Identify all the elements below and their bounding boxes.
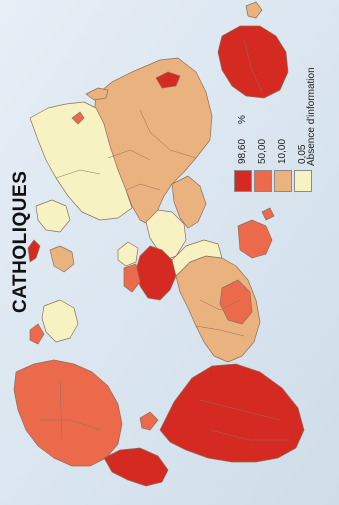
legend-label-1: 98,60 bbox=[237, 138, 248, 164]
land-middle-east bbox=[171, 175, 207, 229]
legend-swatch-2 bbox=[254, 170, 272, 192]
land-china bbox=[29, 101, 133, 221]
legend-swatch-1 bbox=[234, 170, 252, 192]
land-pacific-islands bbox=[155, 71, 181, 89]
legend-no-info-label: Absence d'information bbox=[306, 67, 317, 166]
land-caribbean bbox=[139, 411, 159, 431]
land-south-america bbox=[159, 363, 305, 463]
legend-label-2: 50,00 bbox=[257, 138, 268, 164]
land-indian-ocean-islands bbox=[261, 207, 275, 221]
land-mexico bbox=[103, 447, 169, 487]
land-greenland bbox=[41, 299, 79, 343]
land-eastern-europe bbox=[123, 263, 141, 293]
land-new-zealand bbox=[245, 1, 263, 19]
land-australia bbox=[217, 25, 289, 99]
map-title: CATHOLIQUES bbox=[10, 170, 31, 313]
legend-swatch-3 bbox=[274, 170, 292, 192]
border-lines bbox=[40, 39, 290, 441]
land-southern-africa bbox=[237, 219, 273, 259]
land-indonesia bbox=[49, 245, 75, 273]
land-north-america bbox=[13, 359, 123, 467]
land-masses bbox=[13, 1, 305, 487]
land-philippines bbox=[27, 239, 41, 263]
legend-swatch-4 bbox=[294, 170, 312, 192]
land-north-africa bbox=[171, 239, 223, 277]
land-india bbox=[145, 209, 187, 261]
legend-unit: % bbox=[237, 115, 248, 124]
land-japan bbox=[85, 87, 109, 101]
land-korea bbox=[71, 111, 85, 125]
legend-label-3: 10,00 bbox=[277, 138, 288, 164]
land-scandinavia bbox=[117, 241, 139, 267]
land-canada-islands bbox=[29, 323, 45, 345]
land-southeast-asia bbox=[35, 199, 71, 233]
